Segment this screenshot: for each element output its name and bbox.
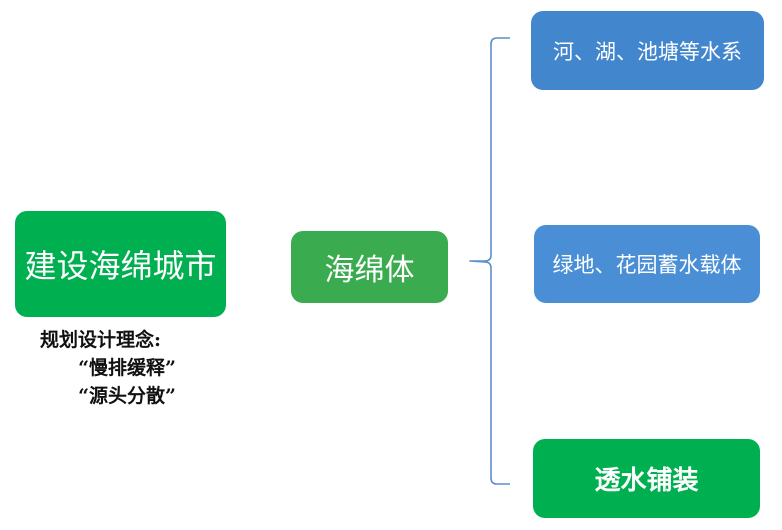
branch-node-label: 绿地、花园蓄水载体	[552, 253, 742, 277]
branch-node-green-storage: 绿地、花园蓄水载体	[534, 225, 760, 303]
branch-node-label: 河、湖、池塘等水系	[553, 39, 742, 64]
root-node-label: 建设海绵城市	[24, 247, 217, 285]
middle-node-sponge-body: 海绵体	[291, 231, 448, 303]
brace-path	[469, 37, 510, 485]
branch-node-permeable-paving: 透水铺装	[533, 439, 760, 518]
branch-node-label: 透水铺装	[594, 466, 699, 496]
design-concept-text: 规划设计理念: “慢排缓释” “源头分散”	[14, 326, 240, 410]
concept-line-slow-drain: “慢排缓释”	[78, 357, 176, 379]
concept-line-title: 规划设计理念:	[40, 329, 162, 351]
branch-node-water-systems: 河、湖、池塘等水系	[531, 11, 764, 90]
root-node-build-sponge-city: 建设海绵城市	[15, 211, 226, 317]
middle-node-label: 海绵体	[324, 253, 415, 288]
concept-line-source-dispersal: “源头分散”	[78, 385, 176, 407]
